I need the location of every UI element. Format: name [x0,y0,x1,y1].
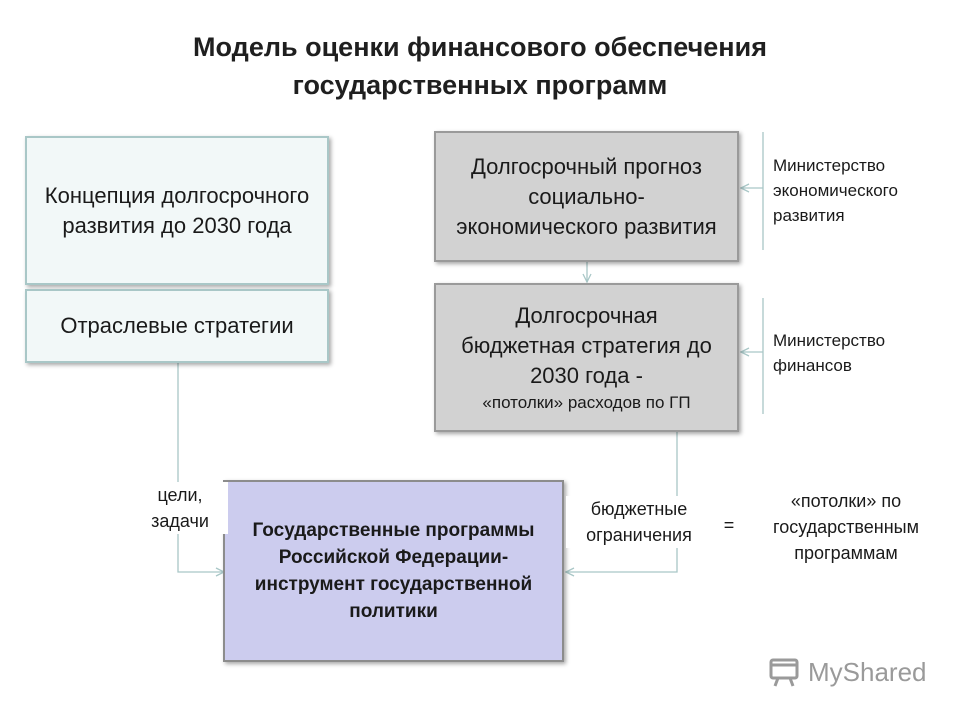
logo-text: MyShared [808,656,927,687]
equals-sign: = [719,512,739,538]
title-line-1: Модель оценки финансового обеспечения [193,32,767,62]
title-line-2: государственных программ [292,70,668,100]
forecast-box: Долгосрочный прогноз социально-экономиче… [434,131,739,262]
page-title: Модель оценки финансового обеспечения го… [0,28,960,104]
budget-limits-connector [566,432,678,572]
goals-connector [177,363,224,572]
ceilings-label: «потолки» по государственным программам [742,488,950,566]
sector-strategies-text: Отраслевые стратегии [60,313,294,338]
budget-strategy-text: Долгосрочная бюджетная стратегия до 2030… [461,302,712,388]
budget-limits-label: бюджетные ограничения [566,496,712,548]
concept-box: Концепция долгосрочного развития до 2030… [25,136,329,285]
concept-text: Концепция долгосрочного развития до 2030… [44,182,310,238]
budget-strategy-content: Долгосрочная бюджетная стратегия до 2030… [436,301,737,415]
sector-strategies-box: Отраслевые стратегии [25,289,329,363]
gov-programs-text: Государственные программы Российской Фед… [252,520,535,622]
forecast-text: Долгосрочный прогноз социально-экономиче… [456,153,717,239]
ministry-fin-label: Министерство финансов [773,331,886,375]
presentation-board-icon [769,658,799,687]
myshared-logo: MyShared [768,655,927,689]
budget-strategy-box: Долгосрочная бюджетная стратегия до 2030… [434,283,739,432]
budget-ceilings-text: «потолки» расходов по ГП [482,392,691,412]
ministry-econ-label: Министерство экономического развития [773,156,898,225]
goals-label: цели, задачи [132,482,228,534]
gov-programs-box: Государственные программы Российской Фед… [223,480,564,662]
